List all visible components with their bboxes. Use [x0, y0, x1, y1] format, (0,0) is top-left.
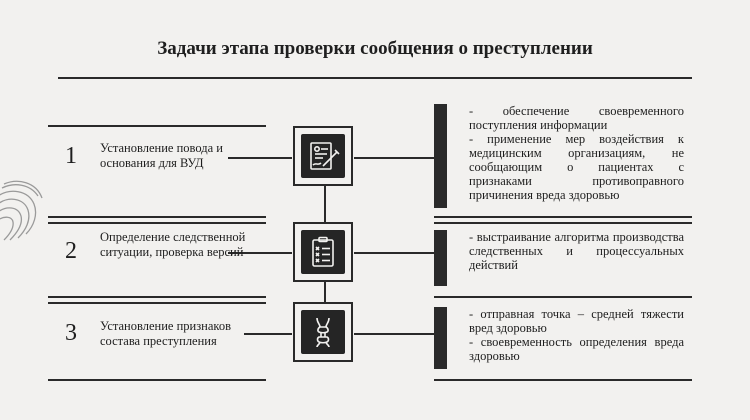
vertical-connector: [324, 186, 326, 222]
task-item: - отправная точка – средней тяжести вред…: [469, 307, 684, 335]
vertical-connector: [324, 282, 326, 302]
step-icon-box: [293, 126, 353, 186]
step-number: 1: [65, 143, 77, 169]
task-item: - применение мер воздействия к медицинск…: [469, 132, 684, 202]
task-item: - своевременность определения вреда здор…: [469, 335, 684, 363]
connector-line: [228, 252, 292, 254]
connector-line: [244, 333, 292, 335]
step-icon-box: [293, 302, 353, 362]
step-label: Установление повода и основания для ВУД: [100, 141, 223, 170]
connector-line: [354, 252, 434, 254]
checklist-icon: [301, 230, 345, 274]
task-box: - обеспечение своевременного поступления…: [434, 104, 692, 208]
fingerprint-icon: [0, 180, 43, 241]
task-item: - выстраивание алгоритма производства сл…: [469, 230, 684, 272]
divider: [48, 296, 266, 298]
step-label: Установление признаков состава преступле…: [100, 319, 231, 348]
divider: [48, 125, 266, 127]
divider: [434, 296, 692, 298]
step-number: 2: [65, 238, 77, 264]
page-title: Задачи этапа проверки сообщения о престу…: [157, 38, 593, 59]
step-icon-box: [293, 222, 353, 282]
task-box: - отправная точка – средней тяжести вред…: [434, 307, 692, 369]
divider: [434, 216, 692, 218]
task-box: - выстраивание алгоритма производства сл…: [434, 230, 692, 286]
divider: [48, 302, 266, 304]
divider: [48, 216, 266, 218]
divider: [434, 379, 692, 381]
title-underline: [58, 77, 692, 79]
step-label: Определение следственной ситуации, прове…: [100, 230, 246, 259]
divider: [48, 379, 266, 381]
step-number: 3: [65, 320, 77, 346]
connector-line: [228, 157, 292, 159]
connector-line: [354, 333, 434, 335]
divider: [434, 222, 692, 224]
bone-icon: [301, 310, 345, 354]
divider: [48, 222, 266, 224]
document-pen-icon: [301, 134, 345, 178]
connector-line: [354, 157, 434, 159]
task-item: - обеспечение своевременного поступления…: [469, 104, 684, 132]
